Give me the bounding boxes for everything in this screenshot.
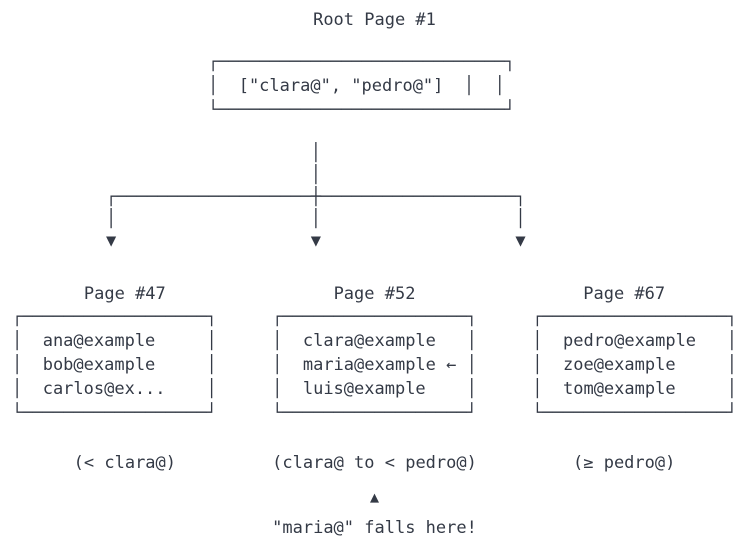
child-title-page-47: Page #47 xyxy=(83,284,166,304)
range-caption-page-67: (≥ pedro@) xyxy=(573,453,676,473)
leaf-node-box-page-67: ┌──────────────────┐ │ pedro@example │ │… xyxy=(532,307,737,423)
child-title-page-67: Page #67 xyxy=(583,284,666,304)
leaf-boxes-row: ┌──────────────────┐ │ ana@example │ │ b… xyxy=(0,288,749,442)
footnote-text: "maria@" falls here! xyxy=(272,518,477,538)
root-node-box: ┌────────────────────────────┐ │ ["clara… xyxy=(208,52,516,120)
range-caption-page-47: (< clara@) xyxy=(73,453,177,473)
tree-connector-lines: │ │ ┌───────────────────┼───────────────… xyxy=(106,143,526,251)
leaf-node-box-page-47: ┌──────────────────┐ │ ana@example │ │ b… xyxy=(12,307,217,423)
child-title-page-52: Page #52 xyxy=(333,284,416,304)
root-page-title: Root Page #1 xyxy=(313,10,436,30)
range-caption-page-52: (clara@ to < pedro@) xyxy=(272,453,477,473)
child-titles-row: Page #47 Page #52 Page #67 xyxy=(0,252,749,337)
range-captions-row: (< clara@) (clara@ to < pedro@) (≥ pedro… xyxy=(0,452,749,474)
leaf-node-box-page-52: ┌──────────────────┐ │ clara@example │ │… xyxy=(272,307,477,423)
footnote-up-arrow-icon: ▲ xyxy=(369,488,380,506)
